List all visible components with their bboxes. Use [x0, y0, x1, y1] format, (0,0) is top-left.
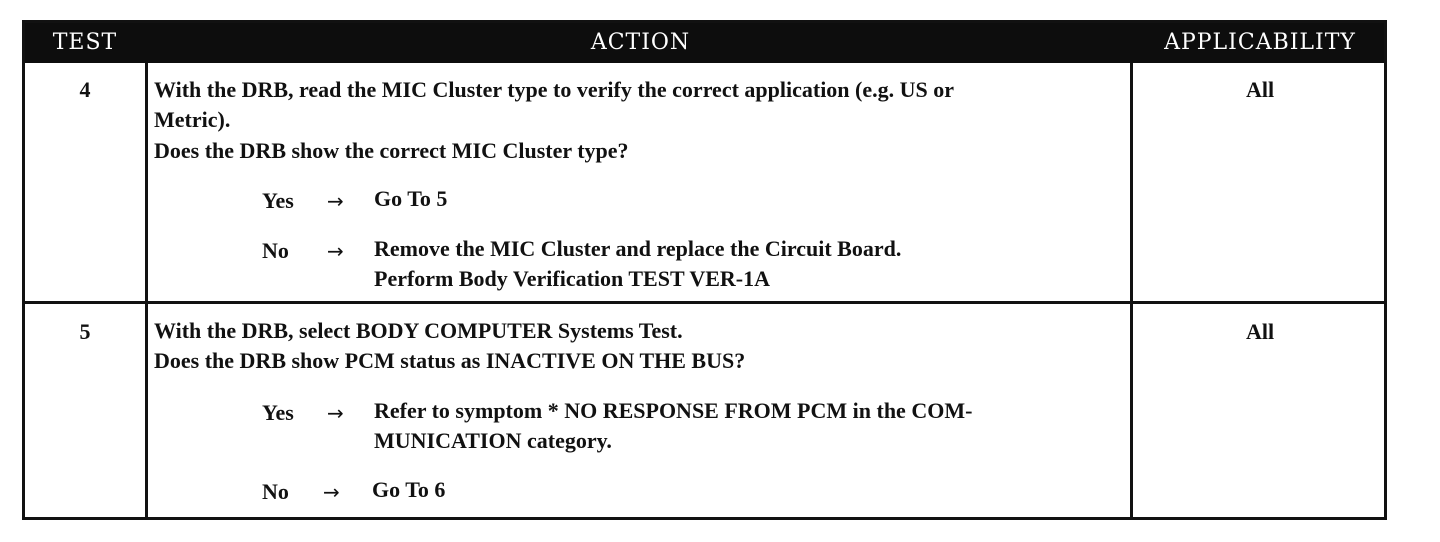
yes-result: Refer to symptom * NO RESPONSE FROM PCM … [374, 398, 973, 423]
action-line: With the DRB, select BODY COMPUTER Syste… [154, 318, 683, 343]
no-result: Go To 6 [372, 477, 446, 502]
applicability-value: All [1245, 77, 1275, 102]
yes-label: Yes [262, 400, 294, 425]
test-number: 5 [79, 319, 91, 344]
header-action: ACTION [590, 30, 691, 55]
arrow-right-icon: → [327, 239, 344, 263]
table-header: TEST ACTION APPLICABILITY [25, 23, 1384, 63]
no-label: No [262, 479, 289, 504]
action-line: Metric). [154, 107, 231, 132]
arrow-right-icon: → [323, 480, 340, 504]
row-divider [25, 301, 1384, 304]
column-divider [145, 63, 148, 517]
yes-label: Yes [262, 188, 294, 213]
yes-result: MUNICATION category. [374, 428, 612, 453]
action-line: Does the DRB show PCM status as INACTIVE… [154, 348, 746, 373]
action-line: Does the DRB show the correct MIC Cluste… [154, 138, 629, 163]
arrow-right-icon: → [327, 401, 344, 425]
action-line: With the DRB, read the MIC Cluster type … [154, 77, 955, 102]
test-table: TEST ACTION APPLICABILITY 4 With the DRB… [22, 20, 1387, 520]
header-applicability: APPLICABILITY [1164, 30, 1356, 55]
no-label: No [262, 238, 289, 263]
arrow-right-icon: → [327, 189, 344, 213]
no-result: Perform Body Verification TEST VER-1A [374, 266, 771, 291]
yes-result: Go To 5 [374, 186, 448, 211]
no-result: Remove the MIC Cluster and replace the C… [374, 236, 902, 261]
header-test: TEST [52, 30, 118, 55]
column-divider [1130, 63, 1133, 517]
test-number: 4 [79, 77, 91, 102]
applicability-value: All [1245, 319, 1275, 344]
